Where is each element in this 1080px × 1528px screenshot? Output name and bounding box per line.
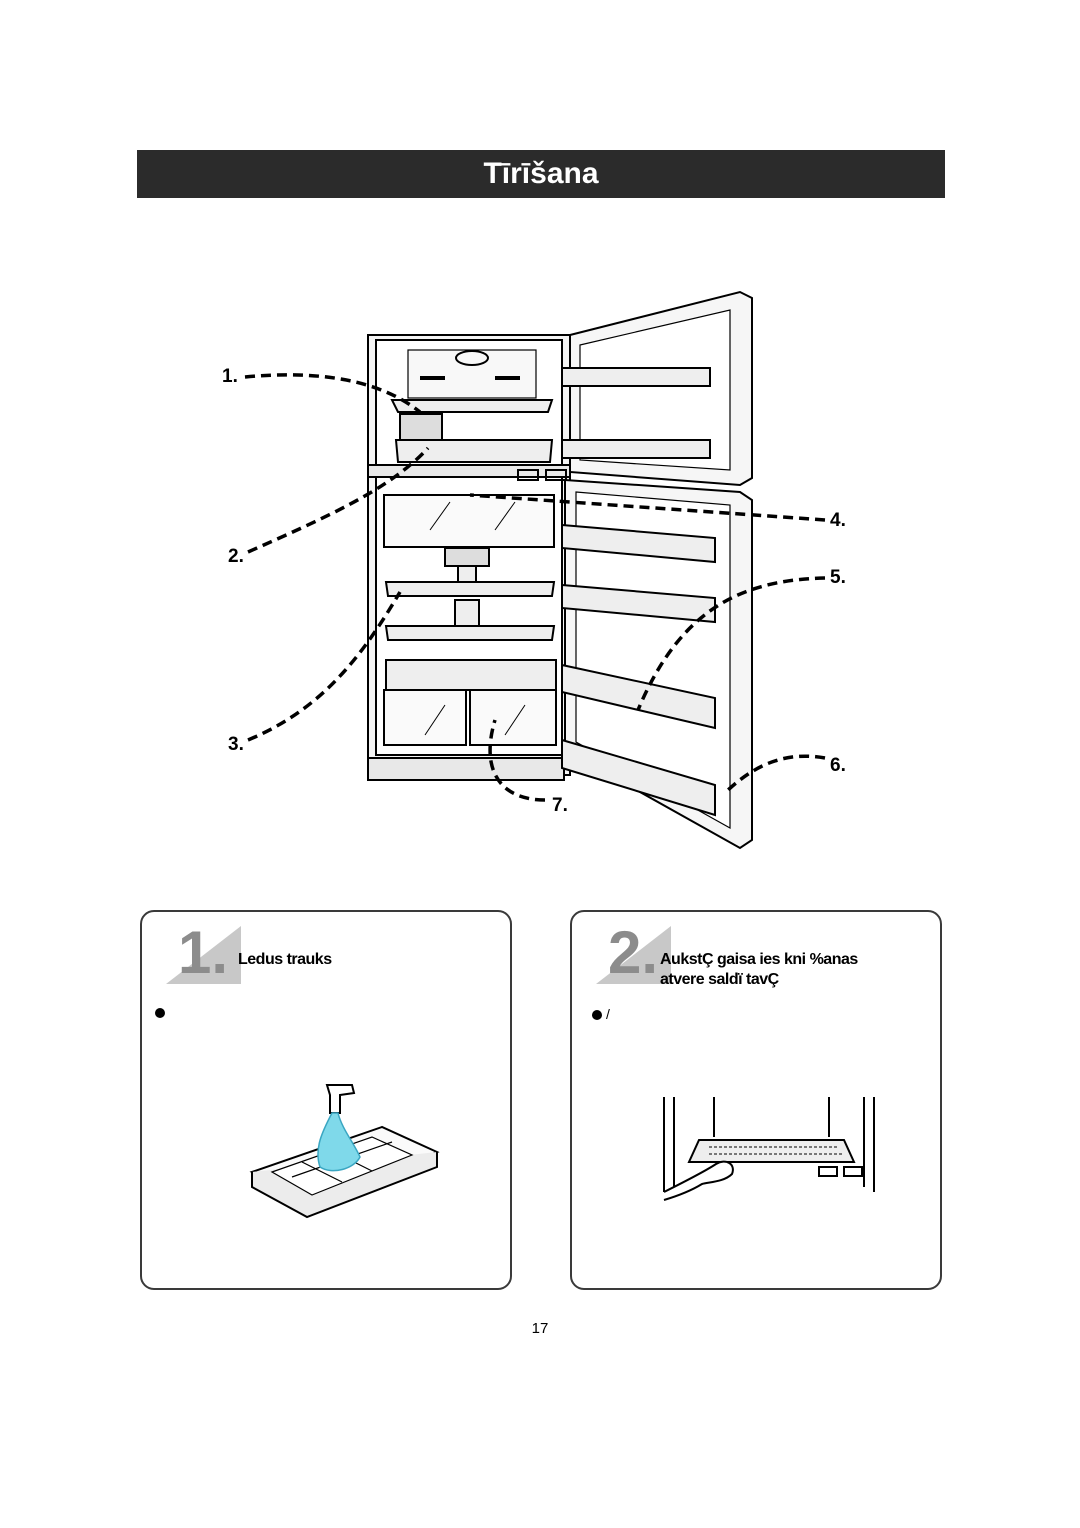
page-title: Tīrīšana (483, 157, 599, 190)
step-title-line: AukstÇ gaisa ies kni %anas (660, 951, 858, 968)
callout-3: 3. (228, 734, 244, 755)
step-title-line: atvere saldï tavÇ (660, 971, 779, 988)
step-triangle-icon (166, 926, 241, 984)
fridge-illustration (244, 290, 826, 850)
step-title-line: Ledus trauks (238, 951, 332, 968)
bullet-text: / (606, 1006, 610, 1022)
page-number: 17 (531, 1320, 549, 1337)
hand-cleaning-illustration (663, 1097, 875, 1201)
water-tap-icon (325, 1084, 356, 1114)
callout-5: 5. (830, 567, 846, 588)
step-number: 1. (178, 919, 229, 986)
ice-tray-illustration (249, 1084, 440, 1219)
step-triangle-icon (596, 926, 671, 984)
cleaning-step-air-vent: 2. AukstÇ gaisa ies kni %anas atvere sal… (570, 910, 942, 1290)
step-number: 2. (608, 919, 659, 986)
callout-6: 6. (830, 755, 846, 776)
step-title: AukstÇ gaisa ies kni %anas atvere saldï … (660, 950, 858, 990)
step-title: Ledus trauks (238, 950, 332, 970)
page-title-bar: Tīrīšana (137, 150, 945, 198)
cleaning-step-ice-tray: 1. Ledus trauks (140, 910, 512, 1290)
bullet-dot (155, 1008, 165, 1018)
callout-2: 2. (228, 546, 244, 567)
callout-1: 1. (222, 366, 238, 387)
callout-7: 7. (552, 795, 568, 816)
bullet-dot (592, 1010, 602, 1020)
callout-4: 4. (830, 510, 846, 531)
